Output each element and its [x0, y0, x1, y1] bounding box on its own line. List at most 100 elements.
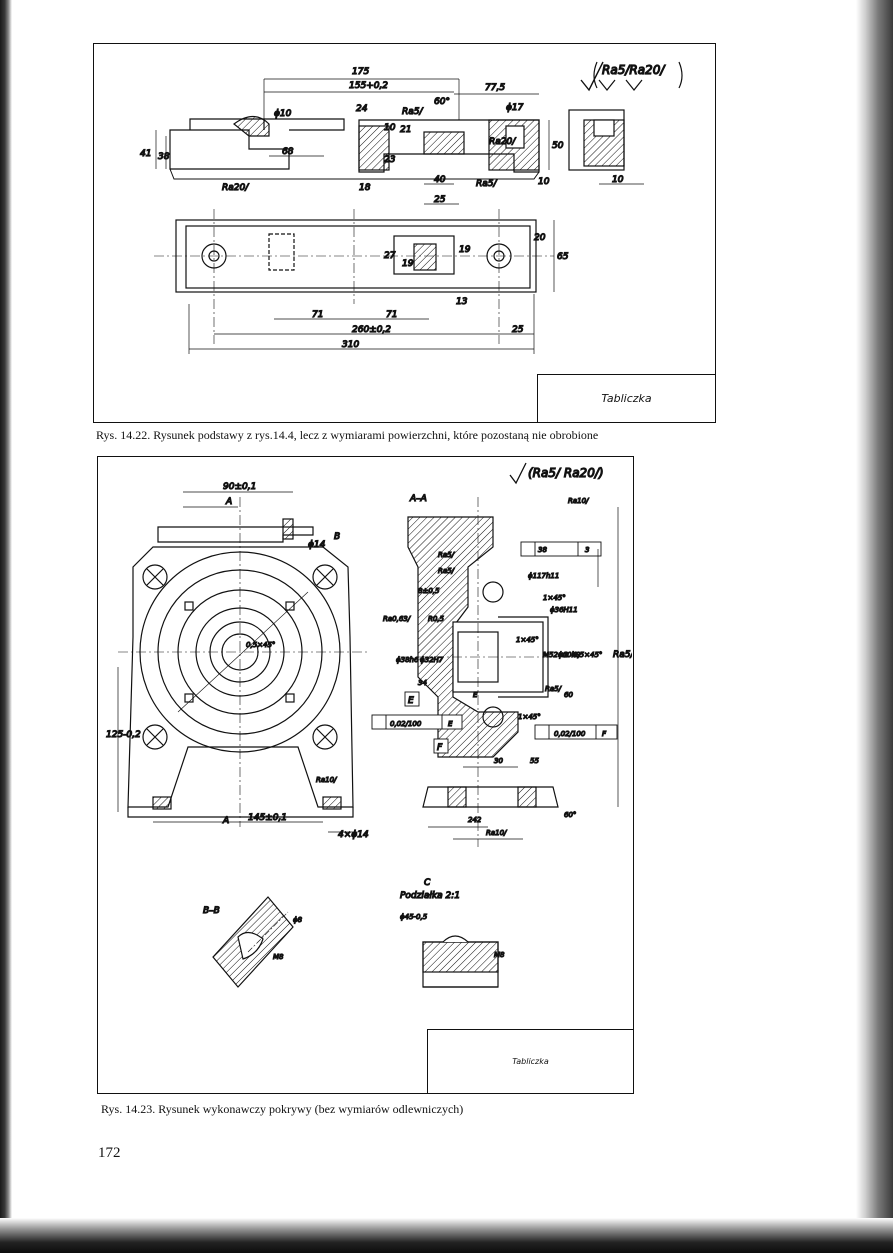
- datum-f-box: F: [437, 743, 443, 753]
- dim-3: 55: [530, 757, 539, 765]
- dim-m8-b: M8: [273, 953, 284, 961]
- rough-ra5-b: Ra5/: [476, 179, 497, 189]
- dim-25: 25: [434, 195, 446, 205]
- section-aa-frames: [371, 541, 618, 754]
- dim-phi36h11: M52×2: [543, 651, 569, 659]
- rough-ra20: Ra20/: [222, 183, 249, 193]
- dim-25-b: 25: [512, 325, 524, 335]
- page-binding-shadow-bottom: [0, 1218, 893, 1253]
- gdt-datum-f: F: [602, 730, 607, 738]
- dim-phi14: ϕ14: [308, 540, 326, 550]
- rough-ra10-b: 60°: [564, 811, 576, 819]
- dim-phi10: ϕ10: [274, 109, 292, 119]
- dim-10-c: 10: [612, 175, 624, 185]
- section-aa-label: A–A: [409, 494, 427, 504]
- dim-27: 27: [384, 251, 396, 261]
- rough-ra5-a: Ra5/: [438, 551, 455, 559]
- dim-phi117: 0,5×45°: [246, 641, 275, 649]
- general-roughness-symbol-2: (Ra5/ Ra20/): [509, 462, 604, 485]
- dim-23: 23: [384, 155, 396, 165]
- section-bb-view: [212, 896, 294, 988]
- dim-260: 260±0,2: [352, 325, 391, 335]
- figure-1-drawing-frame: Ra5/Ra20/: [93, 43, 716, 423]
- gdt-value-002-f: 0,02/100: [554, 730, 586, 738]
- figure-2-technical-drawing: (Ra5/ Ra20/): [105, 462, 632, 988]
- dim-13: 13: [456, 297, 468, 307]
- dim-145: 145±0,1: [248, 813, 287, 823]
- front-view-dimension-lines: [155, 78, 644, 185]
- gdt-datum-e-b: E: [448, 720, 453, 728]
- gdt-value-002-e: 0,02/100: [390, 720, 422, 728]
- dim-60deg: 60°: [434, 97, 450, 107]
- figure-1-caption: Rys. 14.22. Rysunek podstawy z rys.14.4,…: [96, 428, 599, 442]
- dim-71-b: 71: [386, 310, 397, 320]
- dim-68: 68: [282, 147, 294, 157]
- dim-r05: R0,5: [428, 615, 445, 623]
- datum-e-box: E: [408, 696, 414, 706]
- dim-175: 175: [352, 67, 369, 77]
- dim-40: 40: [434, 175, 446, 185]
- dim-60: E: [473, 691, 478, 699]
- dim-18: 18: [359, 183, 371, 193]
- dim-8: 8±0,5: [418, 587, 440, 595]
- dim-125: 125-0,2: [106, 730, 141, 740]
- dim-1x45-c: Ra5/: [545, 685, 562, 693]
- rough-ra5-b: Ra5/: [438, 567, 455, 575]
- dim-38: 30: [494, 757, 503, 765]
- top-view-outline: [154, 209, 554, 344]
- dim-1x45-a: 1×45°: [543, 594, 566, 602]
- dim-310: 310: [342, 340, 359, 350]
- dim-41: 41: [140, 149, 151, 159]
- dim-50: 50: [552, 141, 564, 151]
- dim-phi17: ϕ17: [506, 103, 524, 113]
- section-aa-dim-lines: [428, 507, 619, 840]
- section-aa-view: [398, 497, 568, 847]
- dim-38: 38: [158, 152, 170, 162]
- front-view-dims-2: [117, 491, 358, 833]
- page-binding-shadow-right: [856, 0, 893, 1253]
- section-bb-label: B–B: [203, 906, 220, 916]
- detail-c-view: [422, 935, 499, 988]
- gdt-datum-e: 3: [585, 546, 589, 554]
- dim-phi32h7: ϕ32H7: [420, 656, 444, 664]
- section-b-mark: B: [334, 532, 340, 542]
- dim-77-5: 77,5: [485, 83, 505, 93]
- rough-ra10-top: Ra10/: [568, 497, 589, 505]
- rough-ra20-b: Ra20/: [489, 137, 516, 147]
- dim-34: 1×45°: [516, 636, 539, 644]
- top-view-dimension-lines: [188, 203, 555, 354]
- front-view-outline: [169, 109, 625, 180]
- rough-ra10-a: Ra10/: [316, 776, 337, 784]
- figure-1-technical-drawing: Ra5/Ra20/: [139, 61, 683, 354]
- gdt-value-003: 38: [538, 546, 547, 554]
- dim-m52x2: ϕ60h9: [558, 651, 581, 659]
- dim-21: 21: [400, 125, 411, 135]
- title-block-2: Tabliczka: [427, 1029, 633, 1093]
- title-block-1-label: Tabliczka: [601, 392, 652, 405]
- dim-30: 242: [468, 816, 482, 824]
- figure-2-caption: Rys. 14.23. Rysunek wykonawczy pokrywy (…: [101, 1102, 464, 1116]
- dim-55: Ra10/: [486, 829, 507, 837]
- dim-65: 65: [557, 252, 569, 262]
- dim-phi45: M8: [494, 951, 505, 959]
- page-number: 172: [98, 1145, 121, 1161]
- dim-19-b: 19: [459, 245, 471, 255]
- dim-m8: ϕ8: [293, 916, 303, 924]
- title-block-1: Tabliczka: [537, 374, 715, 422]
- dim-155: 155+0,2: [349, 81, 388, 91]
- dim-05x45-b: 1×45°: [518, 713, 541, 721]
- dim-phi38h6: ϕ38h6: [396, 656, 419, 664]
- svg-text:(Ra5/ Ra20/): (Ra5/ Ra20/): [528, 466, 604, 480]
- dim-90: 90±0,1: [223, 482, 256, 492]
- dim-phi60h9: 0,5×45°: [573, 651, 602, 659]
- section-a-mark: A: [225, 497, 232, 507]
- page-binding-shadow-left: [0, 0, 12, 1253]
- detail-c-scale: Podziałka 2:1: [400, 891, 460, 901]
- dim-10-b: 10: [538, 177, 550, 187]
- dim-10: 10: [384, 123, 396, 133]
- rough-ra063: Ra0,63/: [383, 615, 411, 623]
- title-block-2-label: Tabliczka: [512, 1057, 549, 1066]
- rough-ra5-detail: ϕ45-0,5: [400, 913, 428, 921]
- section-a-mark-b: A: [222, 816, 229, 826]
- dim-4xphi14: 4×ϕ14: [338, 830, 369, 840]
